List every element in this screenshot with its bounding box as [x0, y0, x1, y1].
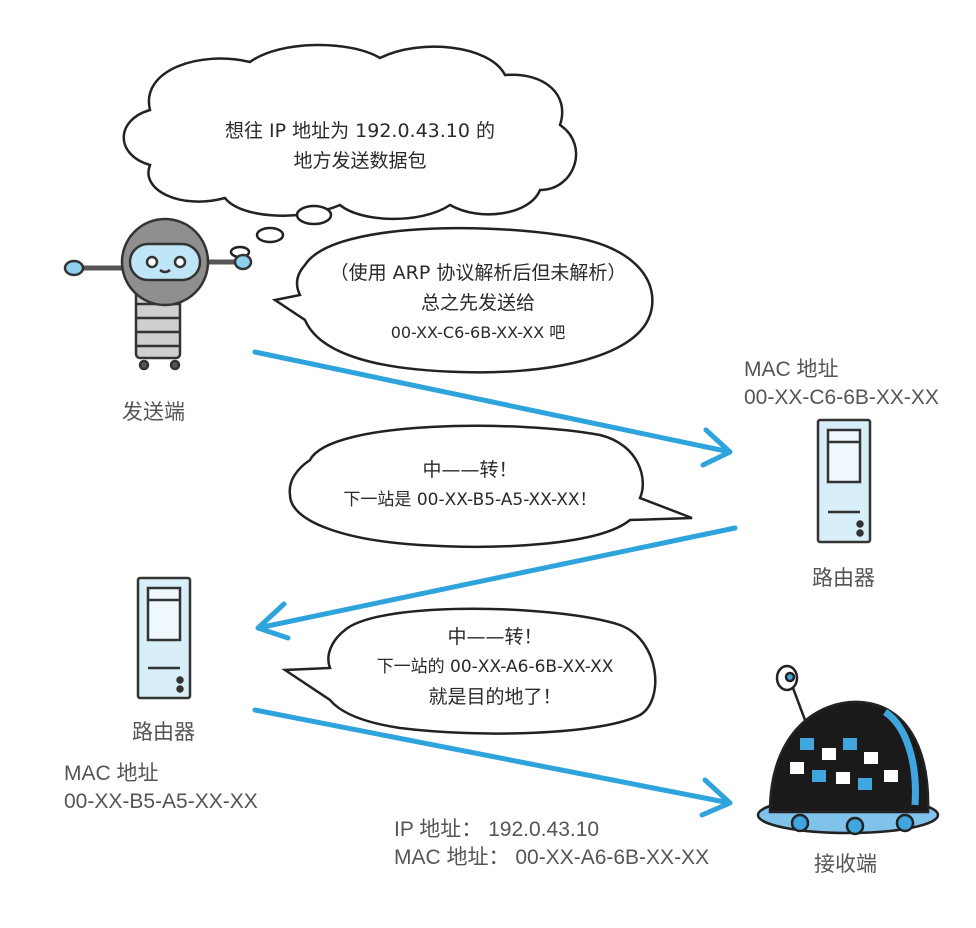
router2-mac-title: MAC 地址 — [64, 762, 159, 785]
sender-speech-line-3: 00-XX-C6-6B-XX-XX 吧 — [390, 323, 566, 342]
router1-mac-info: MAC 地址 00-XX-C6-6B-XX-XX — [744, 356, 976, 412]
thought-bubble-dot-2 — [255, 226, 285, 244]
router1-mac-title: MAC 地址 — [744, 358, 839, 381]
thought-line-1: 想往 IP 地址为 192.0.43.10 的 — [224, 120, 496, 142]
router2-mac-value: 00-XX-B5-A5-XX-XX — [64, 790, 258, 813]
thought-bubble-dot-1 — [295, 204, 333, 226]
sender-speech-text: （使用 ARP 协议解析后但未解析） 总之先发送给 00-XX-C6-6B-XX… — [318, 258, 638, 348]
receiver-ip: IP 地址： 192.0.43.10 — [394, 818, 600, 841]
router1-icon — [816, 418, 872, 544]
router1-mac-value: 00-XX-C6-6B-XX-XX — [744, 386, 939, 409]
receiver-label: 接收端 — [814, 853, 877, 876]
arrow-sender-to-router1 — [252, 349, 733, 468]
thought-line-2: 地方发送数据包 — [293, 150, 427, 172]
thought-text: 想往 IP 地址为 192.0.43.10 的 地方发送数据包 — [190, 116, 530, 176]
router2-speech-text: 中——转！ 下一站的 00-XX-A6-6B-XX-XX 就是目的地了！ — [345, 622, 645, 712]
router2-speech-line-3: 就是目的地了！ — [428, 686, 562, 708]
sender-speech-line-1: （使用 ARP 协议解析后但未解析） — [329, 262, 627, 284]
router2-speech-line-2: 下一站的 00-XX-A6-6B-XX-XX — [376, 657, 614, 677]
sender-robot-icon — [63, 217, 253, 371]
router2-icon — [136, 576, 192, 700]
router1-speech-text: 中——转！ 下一站是 00-XX-B5-A5-XX-XX！ — [310, 455, 630, 515]
router2-label: 路由器 — [132, 721, 195, 744]
router2-speech-line-1: 中——转！ — [447, 626, 543, 648]
sender-speech-line-2: 总之先发送给 — [420, 292, 535, 314]
router1-speech-bubble — [288, 424, 693, 548]
router2-mac-info: MAC 地址 00-XX-B5-A5-XX-XX — [64, 760, 258, 816]
router1-speech-line-1: 中——转！ — [422, 459, 518, 481]
receiver-address-info: IP 地址： 192.0.43.10 MAC 地址： 00-XX-A6-6B-X… — [394, 816, 709, 872]
arrow-router2-to-receiver — [252, 707, 733, 818]
receiver-mac: MAC 地址： 00-XX-A6-6B-XX-XX — [394, 846, 710, 869]
arrows — [252, 349, 738, 818]
arrow-router1-to-router2 — [255, 525, 738, 641]
receiver-robot-icon — [756, 664, 940, 836]
router1-label: 路由器 — [812, 567, 875, 590]
thought-cloud — [122, 43, 578, 259]
router2-speech-bubble — [281, 607, 657, 735]
sender-label: 发送端 — [122, 401, 185, 424]
sender-speech-bubble — [271, 226, 654, 374]
router1-speech-line-2: 下一站是 00-XX-B5-A5-XX-XX！ — [343, 490, 597, 510]
